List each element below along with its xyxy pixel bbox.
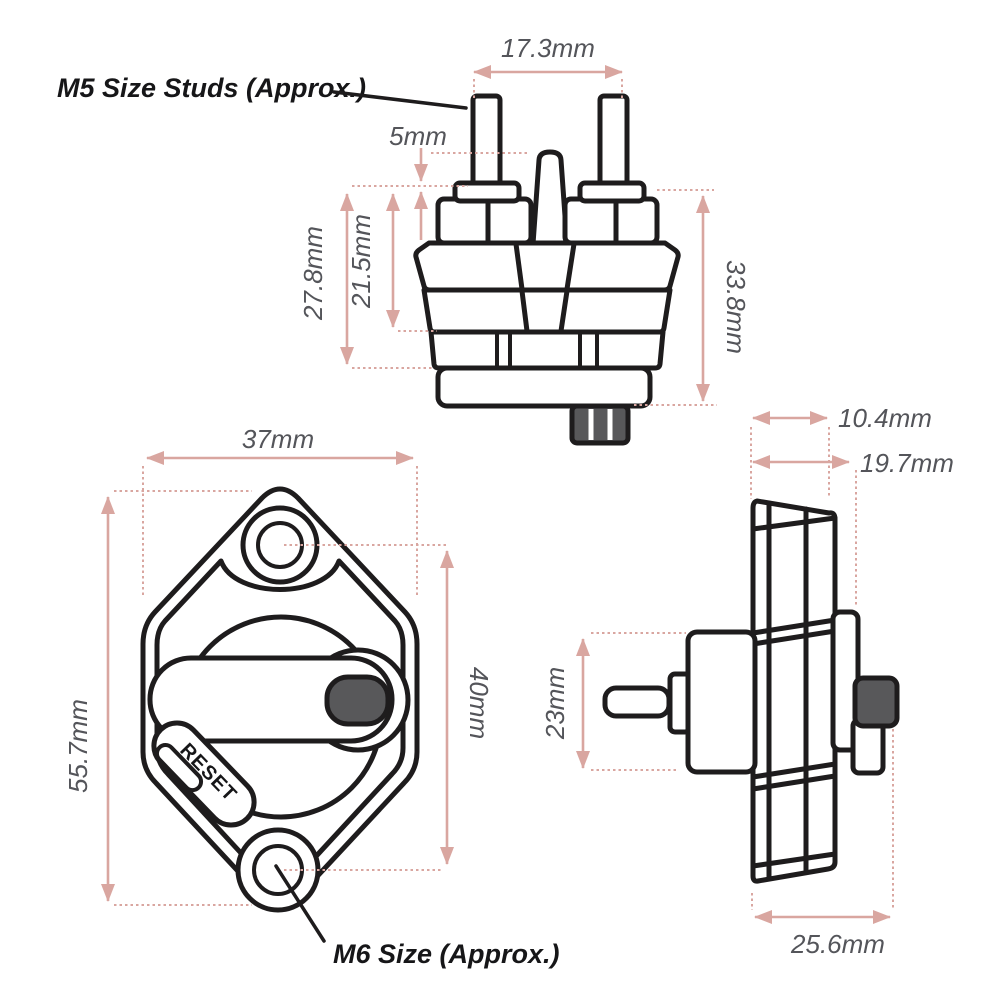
dim-flange-to-body-depth-label: 19.7mm <box>860 448 954 478</box>
dim-mount-hole-spacing-label: 40mm <box>464 667 494 739</box>
stud-note-label: M5 Size Studs (Approx.) <box>57 73 366 103</box>
dim-stud-body-height-label: 23mm <box>540 667 570 740</box>
breaker-mid-band <box>421 287 673 335</box>
dim-stud-spacing: 17.3mm <box>473 33 623 100</box>
hole-note-label: M6 Size (Approx.) <box>333 939 560 969</box>
dim-mount-hole-spacing: 40mm <box>284 544 494 871</box>
lever-button-side <box>852 675 900 729</box>
dim-plate-height-label: 55.7mm <box>63 699 93 793</box>
center-tab <box>530 149 570 247</box>
dim-inner-body-height-label: 21.5mm <box>346 214 376 309</box>
mounting-flange-edge <box>750 498 838 884</box>
dim-flange-thickness: 10.4mm <box>750 403 932 499</box>
hole-annotation: M6 Size (Approx.) <box>333 939 560 969</box>
dim-stud-plate-offset-label: 5mm <box>389 121 447 151</box>
stud-washer-right <box>577 180 647 204</box>
lever-button <box>324 674 391 727</box>
dim-flange-thickness-label: 10.4mm <box>838 403 932 433</box>
m6-leader-line <box>274 864 326 943</box>
dim-upper-body-height: 27.8mm <box>298 193 433 369</box>
breaker-upper-body <box>413 240 681 293</box>
threaded-stud-right <box>597 93 630 191</box>
dim-stud-spacing-label: 17.3mm <box>501 33 595 63</box>
dim-stud-body-height: 23mm <box>540 632 686 771</box>
stud-washer-left <box>452 180 522 204</box>
dim-upper-body-height-label: 27.8mm <box>298 226 328 321</box>
hex-nut-left <box>435 196 534 246</box>
lever-slot <box>147 655 395 744</box>
dim-stud-plate-offset: 5mm <box>352 121 529 240</box>
face-view: RESET <box>140 486 420 943</box>
dim-overall-depth-label: 25.6mm <box>790 929 885 959</box>
side-view <box>602 498 900 884</box>
terminal-connector <box>569 403 631 446</box>
breaker-body-side <box>685 629 758 775</box>
mounting-hole-top <box>240 505 320 585</box>
dim-overall-body-height-label: 33.8mm <box>721 260 751 354</box>
breaker-terminal-band <box>428 329 666 371</box>
dim-flange-to-body-depth: 19.7mm <box>752 448 954 606</box>
stud-annotation: M5 Size Studs (Approx.) <box>57 73 468 110</box>
hex-nut-right <box>562 196 660 246</box>
breaker-base <box>435 365 653 409</box>
dim-inner-body-height: 21.5mm <box>346 193 437 332</box>
dim-overall-body-height: 33.8mm <box>634 189 751 406</box>
threaded-stud-left <box>470 93 503 191</box>
threaded-stud-side <box>602 685 672 719</box>
dim-plate-width: 37mm <box>142 424 418 598</box>
dim-plate-height: 55.7mm <box>63 490 252 906</box>
front-elevation-view <box>413 93 681 446</box>
dim-overall-depth: 25.6mm <box>751 729 894 959</box>
dim-plate-width-label: 37mm <box>242 424 314 454</box>
m5-leader-line <box>332 90 468 110</box>
